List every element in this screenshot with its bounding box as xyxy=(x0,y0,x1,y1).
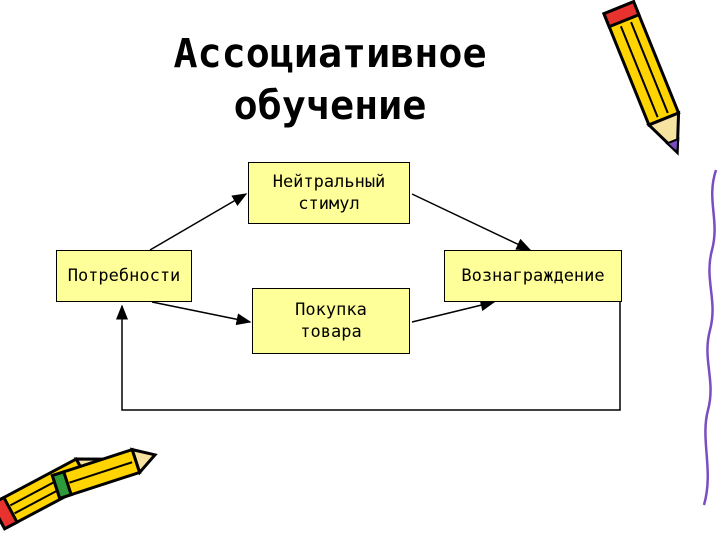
node-purchase-line-2: товара xyxy=(300,322,362,342)
pencil-icon xyxy=(601,0,681,156)
node-needs: Потребности xyxy=(56,250,192,302)
edge-neutral-to-reward xyxy=(411,193,532,251)
node-reward: Вознаграждение xyxy=(444,250,622,302)
pencil-icon xyxy=(50,447,158,501)
node-reward-label: Вознаграждение xyxy=(461,266,605,286)
edge-reward-to-needs-loop xyxy=(116,302,621,411)
title-line-2: обучение xyxy=(233,83,427,129)
node-neutral-line-2: стимул xyxy=(298,194,360,214)
node-needs-label: Потребности xyxy=(67,266,181,286)
page-title: Ассоциативное обучение xyxy=(150,28,510,132)
edge-needs-to-buy xyxy=(151,301,252,326)
node-purchase-line-1: Покупка xyxy=(295,300,367,320)
node-purchase: Покупка товара xyxy=(252,288,410,354)
node-neutral-line-1: Нейтральный xyxy=(272,172,386,192)
edge-needs-to-neutral xyxy=(149,193,248,251)
title-line-1: Ассоциативное xyxy=(173,31,487,77)
node-neutral-stimulus: Нейтральный стимул xyxy=(248,162,410,224)
squiggle-line xyxy=(702,169,718,506)
edge-buy-to-reward xyxy=(411,299,496,323)
